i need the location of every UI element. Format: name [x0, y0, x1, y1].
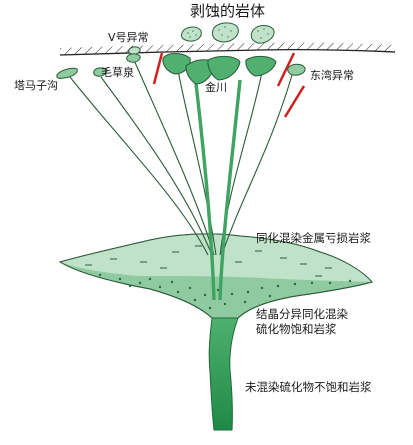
magma-feeder-stem: [208, 317, 239, 431]
eroded-bodies: [128, 22, 275, 55]
eroded-body-3: [250, 25, 275, 44]
intrusive-bodies: [56, 53, 306, 85]
jinchuan-conduits: [193, 74, 242, 301]
label-magma-mid-1: 结晶分异同化混染: [256, 307, 348, 321]
fault-left: [152, 52, 164, 85]
label-tamazigou: 塔马子沟: [14, 79, 58, 92]
magma-upper-layer: [60, 233, 372, 282]
jinchuan-body-right: [207, 55, 241, 81]
tamazigou-body: [56, 67, 78, 79]
magma-dashes: [85, 245, 332, 277]
eroded-texture: [187, 26, 269, 39]
label-v-anomaly: V号异常: [108, 31, 149, 44]
v-anomaly-body: [126, 53, 141, 63]
label-eroded-rock: 剥蚀的岩体: [190, 2, 266, 20]
fault-right-1: [276, 52, 296, 87]
small-body: [245, 55, 277, 77]
label-magma-upper: 同化混染金属亏损岩浆: [256, 231, 371, 245]
magma-dots: [98, 273, 352, 310]
dongwan-body: [287, 63, 306, 76]
label-jinchuan: 金川: [205, 81, 227, 94]
maocaoquan-body: [93, 67, 108, 77]
label-maocaoquan: 毛草泉: [101, 66, 134, 79]
magma-chamber: [58, 233, 373, 319]
label-magma-mid-2: 硫化物饱和岩浆: [256, 322, 337, 336]
v-anomaly-body-top: [128, 46, 141, 55]
label-magma-lower: 未混染硫化物不饱和岩浆: [245, 380, 372, 394]
faults: [152, 52, 306, 118]
eroded-body-2: [212, 22, 239, 43]
fault-right-2: [283, 85, 306, 118]
ground-surface: [59, 42, 396, 56]
feeder-conduits: [69, 59, 293, 256]
label-dongwan: 东湾异常: [310, 69, 354, 82]
eroded-body-1: [180, 26, 202, 42]
